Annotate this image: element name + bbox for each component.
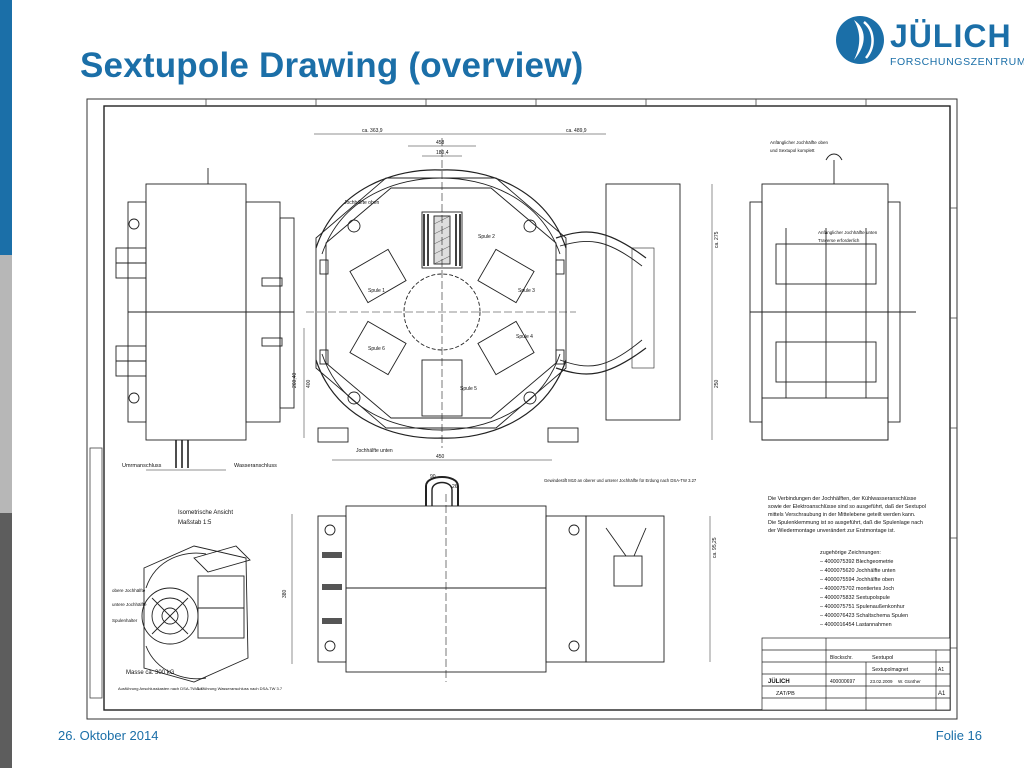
- slide-page-number: Folie 16: [935, 728, 982, 743]
- label-jochhaelfte-oben: Jochhälfte oben: [344, 200, 380, 206]
- dim-d1: ca. 363,9: [362, 128, 383, 134]
- juelich-logo-mark-icon: [836, 16, 884, 64]
- note-line3: mittels Verschraubung in der Mittelebene…: [768, 512, 915, 518]
- drawing-notes: Die Verbindungen der Jochhälften, der Kü…: [768, 496, 926, 534]
- dim-d11: 26: [452, 484, 458, 490]
- dim-d12: 90: [430, 474, 436, 480]
- dim-d2: ca. 489,9: [566, 128, 587, 134]
- left-info-strip: [89, 447, 103, 699]
- tb-name1: Sextupol: [872, 655, 893, 661]
- ref-item: – 4000075702 montiertes Joch: [820, 586, 894, 592]
- label-spule3: Spule 3: [518, 288, 535, 294]
- slide-date: 26. Oktober 2014: [58, 728, 159, 743]
- label-jochhaelfte-unten: Jochhälfte unten: [356, 448, 393, 454]
- tb-number: 400000697: [830, 679, 855, 685]
- label-anfangs-oben: Anfänglicher Jochhälfte oben: [770, 140, 829, 145]
- right-side-view: [749, 153, 916, 441]
- logo-name: JÜLICH: [890, 18, 1012, 54]
- bottom-top-view: [291, 476, 711, 682]
- accent-strip-light-gray: [0, 255, 12, 513]
- label-untere-jochhaelfte: untere Jochhälfte: [112, 602, 147, 607]
- label-spule5: Spule 5: [460, 386, 477, 392]
- title-block: [761, 637, 951, 711]
- tb-size: A1: [938, 691, 946, 697]
- logo-subtitle: FORSCHUNGSZENTRUM: [890, 56, 1024, 68]
- note-line2: sowie der Elektroanschlüsse sind so ausg…: [768, 504, 926, 510]
- border-ticks: [205, 99, 957, 649]
- label-traverse: Traverse erforderlich: [818, 238, 860, 243]
- isometric-view: [141, 545, 251, 683]
- ref-item: – 4000075832 Sextupolspule: [820, 595, 890, 601]
- label-masse: Masse ca. 300 kG: [126, 670, 175, 676]
- note-line1: Die Verbindungen der Jochhälften, der Kü…: [768, 496, 916, 502]
- tb-name2: Sextupolmagnet: [872, 667, 909, 673]
- note-line4: Die Spulenklemmung ist so ausgeführt, da…: [768, 520, 923, 526]
- label-gewinde: Gewindestift M10 an oberer und unterer J…: [544, 478, 697, 483]
- label-spule4: Spule 4: [516, 334, 533, 340]
- tb-dept: ZAT/PB: [776, 691, 795, 697]
- dim-d6: 450: [436, 454, 445, 460]
- label-spule6: Spule 6: [368, 346, 385, 352]
- label-ausfuehrung1: Ausführung Anschlusskasten nach DSA-TW 3…: [118, 686, 203, 691]
- label-wasseranschluss: Wasseranschluss: [234, 463, 277, 469]
- related-drawings: zugehörige Zeichnungen: – 4000075392 Ble…: [820, 550, 908, 628]
- label-spule1: Spule 1: [368, 288, 385, 294]
- tb-company: JÜLICH: [768, 678, 790, 685]
- ref-item: – 4000075620 Jochhälfte unten: [820, 568, 896, 574]
- dim-d9: ca. 95,25: [712, 537, 718, 558]
- tb-rev: A1: [938, 667, 944, 673]
- label-umrmanschluss: Umrmanschluss: [122, 463, 162, 469]
- dim-d7: ca. 275: [714, 231, 720, 248]
- ref-item: – 4000076423 Schaltschema Spulen: [820, 613, 908, 619]
- ref-item: – 4000075751 Spulenaußenkonhur: [820, 604, 905, 610]
- dim-d8: 250: [714, 379, 720, 388]
- note-line5: der Wiedermontage unverändert zur Erstmo…: [768, 528, 895, 534]
- accent-strip-blue: [0, 0, 12, 255]
- label-ausfuehrung2: Ausführung Wasseranschluss nach DSA-TW 3…: [196, 686, 283, 691]
- slide-title: Sextupole Drawing (overview): [80, 46, 584, 85]
- dim-d10: 380: [282, 589, 288, 598]
- left-side-view: [115, 168, 295, 471]
- dim-d5: 400: [306, 379, 312, 388]
- technical-drawing: Umrmanschluss Wasseranschluss 260,40: [86, 98, 958, 720]
- dim-d3: 458: [436, 140, 445, 146]
- tb-author: W. Günther: [898, 679, 921, 684]
- tb-date: 23.02.2009: [870, 679, 893, 684]
- dim-d13: 260,40: [292, 372, 298, 388]
- tb-part: Blockschr.: [830, 655, 853, 661]
- ref-item: – 4000075594 Jochhälfte oben: [820, 577, 894, 583]
- refs-heading: zugehörige Zeichnungen:: [820, 550, 881, 556]
- label-massstab: Maßstab 1:5: [178, 520, 212, 526]
- label-spulenhalter: Spulenhalter: [112, 618, 138, 623]
- sheet-inner-border: [103, 105, 951, 711]
- label-isometric: Isometrische Ansicht: [178, 510, 233, 516]
- juelich-logo: JÜLICH FORSCHUNGSZENTRUM: [834, 12, 1024, 72]
- label-obere-jochhaelfte: obere Jochhälfte: [112, 588, 146, 593]
- label-sextupol-komplett: und Sextupol komplett: [770, 148, 815, 153]
- label-spule2: Spule 2: [478, 234, 495, 240]
- label-anfangs-unten: Anfänglicher Jochhälfte unten: [818, 230, 878, 235]
- accent-strip-dark-gray: [0, 513, 12, 768]
- central-cross-section: [303, 133, 713, 461]
- ref-item: – 4000016454 Lastannahmen: [820, 622, 892, 628]
- ref-item: – 4000075392 Blechgeometrie: [820, 559, 893, 565]
- dim-d4: 180,4: [436, 150, 449, 156]
